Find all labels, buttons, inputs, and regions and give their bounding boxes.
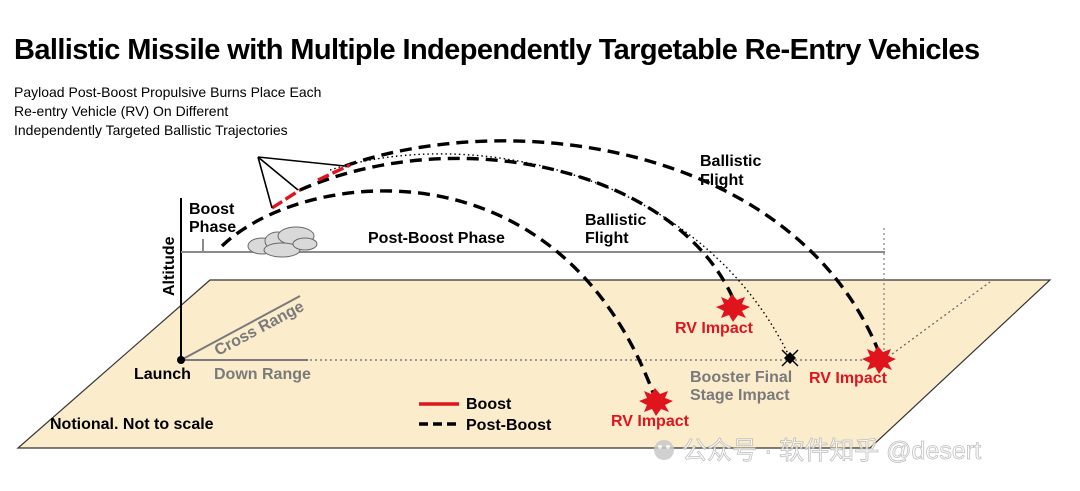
watermark: 公众号 · 软件知乎 @desert [654,437,981,465]
notional-label: Notional. Not to scale [50,416,214,433]
cross-range-axis [180,295,301,361]
rv-impact-label: RV Impact [611,413,690,430]
watermark-text: 公众号 · 软件知乎 @desert [682,437,981,465]
boost-segment [317,163,351,182]
ballistic-flight-label: Ballistic [585,212,646,229]
boost-phase-label: Phase [189,219,236,236]
altitude-label: Altitude [161,236,178,296]
ballistic-flight-label: Ballistic [700,153,761,170]
legend: Boost Post-Boost [419,396,552,434]
rv-pointer-lines [257,156,346,209]
ballistic-flight-label: Flight [585,230,629,247]
legend-post-boost-label: Post-Boost [466,417,552,434]
boost-phase-label: Boost [189,201,235,218]
subtitle-line: Payload Post-Boost Propulsive Burns Plac… [14,84,322,100]
booster-impact-icon [781,349,799,367]
boost-segment [271,188,301,210]
booster-final-label: Booster Final [690,369,792,386]
ballistic-flight-label: Flight [700,172,744,189]
impact-burst-icon [639,388,673,416]
ground-plane [16,279,1052,449]
rv-trajectory-3 [344,139,882,356]
cloud-icon [247,226,318,258]
impact-burst-icon [862,346,896,374]
subtitle: Payload Post-Boost Propulsive Burns Plac… [14,83,321,140]
rv-impact-label: RV Impact [675,320,754,337]
booster-trajectory [329,153,791,359]
launch-point [177,356,185,364]
cross-range-dotted [883,281,991,361]
post-boost-phase-label: Post-Boost Phase [368,230,505,247]
subtitle-line: Independently Targeted Ballistic Traject… [14,122,288,138]
page-title: Ballistic Missile with Multiple Independ… [14,34,980,66]
impact-burst-icon [716,294,750,322]
launch-label: Launch [134,366,191,383]
legend-boost-label: Boost [466,396,512,413]
down-range-label: Down Range [214,366,311,383]
subtitle-line: Re-entry Vehicle (RV) On Different [14,103,229,119]
rv-impact-label: RV Impact [809,370,888,387]
booster-final-label: Stage Impact [690,387,790,404]
